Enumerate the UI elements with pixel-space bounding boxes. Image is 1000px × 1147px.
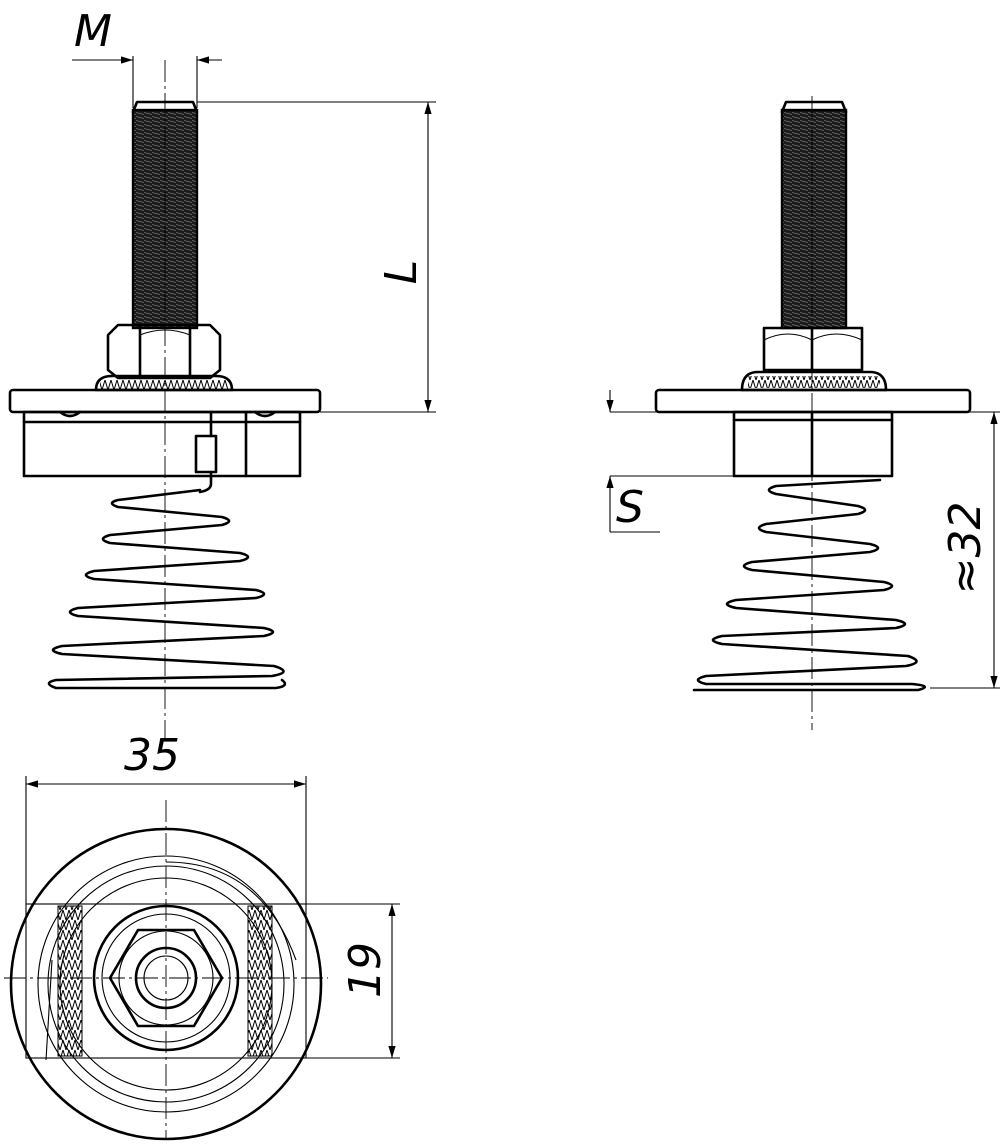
serrated-washer-side	[740, 370, 888, 392]
dimension-slot-width: 19	[306, 903, 400, 1059]
clamp-block-side	[732, 410, 894, 478]
dim-label-spring-height: ≈32	[940, 502, 991, 595]
top-view	[4, 800, 328, 1141]
conical-spring-side	[692, 478, 926, 692]
dimension-bolt-length: L	[197, 101, 436, 413]
dimension-thread-size: M	[72, 6, 222, 108]
conical-spring	[47, 488, 287, 690]
clamp-block	[22, 410, 302, 494]
hex-nut-side	[762, 326, 864, 372]
dimension-nut-height: S	[606, 390, 734, 533]
threaded-bolt-side	[780, 100, 848, 330]
dim-label-bolt-length: L	[376, 260, 427, 285]
side-view-right	[654, 96, 972, 730]
dim-label-slot-width: 19	[340, 942, 391, 998]
dim-label-outer-diameter: 35	[124, 730, 180, 781]
front-view-left	[8, 60, 322, 740]
base-plate-side	[654, 388, 972, 414]
dim-label-nut-height: S	[616, 482, 644, 533]
serrated-washer	[94, 374, 234, 392]
hex-nut	[106, 323, 222, 380]
dimension-outer-diameter: 35	[25, 730, 307, 904]
knurled-pad-right	[247, 905, 273, 1057]
knurled-pad-left	[57, 905, 83, 1057]
dim-label-thread-size: M	[74, 6, 112, 57]
dimension-spring-height: ≈32	[892, 411, 1000, 689]
